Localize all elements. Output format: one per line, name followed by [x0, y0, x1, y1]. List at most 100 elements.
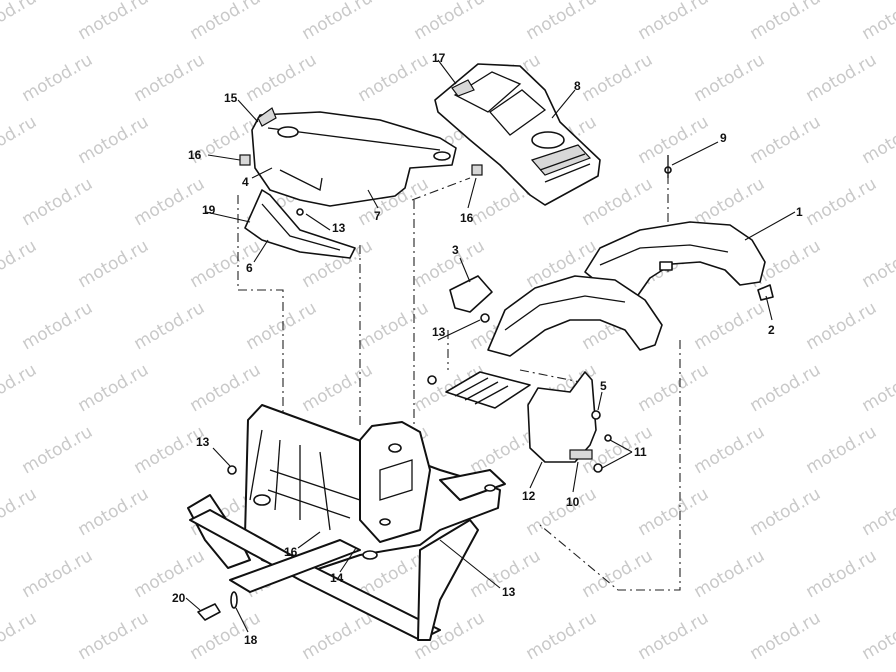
floor-plate [445, 371, 531, 409]
callout-4: 4 [242, 175, 249, 189]
callout-5: 5 [600, 379, 607, 393]
watermark-text-54: motod.ru [299, 360, 377, 416]
watermark-text-33: motod.ru [803, 174, 881, 230]
watermark-text-14: motod.ru [579, 50, 657, 106]
watermark-text-18: motod.ru [75, 112, 153, 168]
watermark-text-91: motod.ru [635, 608, 713, 664]
plate-part-10 [569, 449, 593, 460]
callout-15: 15 [224, 91, 238, 105]
trim-bracket-part-6 [244, 189, 356, 259]
callout-17: 17 [432, 51, 446, 65]
watermark-text-43: motod.ru [19, 298, 97, 354]
watermark-text-7: motod.ru [747, 0, 825, 44]
watermark-text-93: motod.ru [859, 608, 896, 664]
rear-fender-part-1 [584, 221, 766, 301]
screw-part-13-c [480, 313, 490, 323]
watermark-text-24: motod.ru [747, 112, 825, 168]
nut-part-5 [591, 410, 601, 420]
watermark-text-32: motod.ru [691, 174, 769, 230]
watermark-text-78: motod.ru [131, 546, 209, 602]
watermark-text-2: motod.ru [187, 0, 265, 44]
watermark-text-31: motod.ru [579, 174, 657, 230]
watermark-text-11: motod.ru [243, 50, 321, 106]
watermark-text-90: motod.ru [523, 608, 601, 664]
callout-1: 1 [796, 205, 803, 219]
watermark-text-15: motod.ru [691, 50, 769, 106]
watermark-text-61: motod.ru [131, 422, 209, 478]
callout-11: 11 [634, 445, 647, 459]
watermark-text-49: motod.ru [691, 298, 769, 354]
callout-14: 14 [330, 571, 344, 585]
watermark-text-34: motod.ru [0, 236, 40, 292]
screw-part-13-b [427, 375, 437, 385]
main-frame [187, 404, 506, 641]
watermark-text-45: motod.ru [243, 298, 321, 354]
watermark-text-35: motod.ru [75, 236, 153, 292]
callout-13-a: 13 [196, 435, 210, 449]
callout-20: 20 [172, 591, 186, 605]
callout-10: 10 [566, 495, 580, 509]
watermark-text-50: motod.ru [803, 298, 881, 354]
mud-flap-part-12 [527, 371, 597, 463]
washer-part-18 [230, 591, 238, 609]
front-fender [487, 275, 663, 357]
watermark-text-66: motod.ru [691, 422, 769, 478]
watermark-text-8: motod.ru [859, 0, 896, 44]
watermark-text-76: motod.ru [859, 484, 896, 540]
watermark-text-59: motod.ru [859, 360, 896, 416]
callout-6: 6 [246, 261, 253, 275]
watermark-text-4: motod.ru [411, 0, 489, 44]
callout-2: 2 [768, 323, 775, 337]
watermark-text-23: motod.ru [635, 112, 713, 168]
watermark-text-75: motod.ru [747, 484, 825, 540]
callout-labels: 1 2 3 4 5 6 7 8 9 10 11 12 13 13 13 13 1… [172, 51, 803, 647]
callout-7: 7 [374, 209, 381, 223]
watermark-text-53: motod.ru [187, 360, 265, 416]
screw-part-13-d [296, 208, 304, 216]
callout-9: 9 [720, 131, 727, 145]
watermark-text-46: motod.ru [355, 298, 433, 354]
watermark-text-51: motod.ru [0, 360, 40, 416]
clip-part-16-a [239, 154, 251, 166]
screw-part-13-a [227, 465, 237, 475]
callout-12: 12 [522, 489, 536, 503]
watermark-text-0: motod.ru [0, 0, 40, 44]
callout-8: 8 [574, 79, 581, 93]
watermark-text-69: motod.ru [75, 484, 153, 540]
callout-13-b: 13 [432, 325, 446, 339]
watermark-text-17: motod.ru [0, 112, 40, 168]
bolt-part-20 [197, 603, 221, 621]
watermark-text-57: motod.ru [635, 360, 713, 416]
callout-16-b: 16 [460, 211, 474, 225]
watermark-text-77: motod.ru [19, 546, 97, 602]
watermark-text-58: motod.ru [747, 360, 825, 416]
watermark-text-92: motod.ru [747, 608, 825, 664]
clip-part-16-b [471, 164, 483, 176]
watermark-text-25: motod.ru [859, 112, 896, 168]
watermark-text-1: motod.ru [75, 0, 153, 44]
watermark-text-88: motod.ru [299, 608, 377, 664]
small-decal-part-2 [757, 284, 774, 301]
callout-13-d: 13 [502, 585, 516, 599]
callout-16-c: 16 [284, 545, 298, 559]
watermark-text-27: motod.ru [131, 174, 209, 230]
callout-13-c: 13 [332, 221, 346, 235]
callout-leaders [185, 59, 796, 633]
watermark-text-16: motod.ru [803, 50, 881, 106]
watermark-text-26: motod.ru [19, 174, 97, 230]
watermark-text-10: motod.ru [131, 50, 209, 106]
watermark-text-42: motod.ru [859, 236, 896, 292]
decal-part-3 [449, 275, 493, 313]
callout-19: 19 [202, 203, 216, 217]
watermark-text-52: motod.ru [75, 360, 153, 416]
watermark-text-12: motod.ru [355, 50, 433, 106]
watermark-text-3: motod.ru [299, 0, 377, 44]
watermark-text-44: motod.ru [131, 298, 209, 354]
nut-part-11 [593, 463, 603, 473]
watermark-text-74: motod.ru [635, 484, 713, 540]
watermark-text-82: motod.ru [579, 546, 657, 602]
callout-16-a: 16 [188, 148, 202, 162]
watermark-text-60: motod.ru [19, 422, 97, 478]
